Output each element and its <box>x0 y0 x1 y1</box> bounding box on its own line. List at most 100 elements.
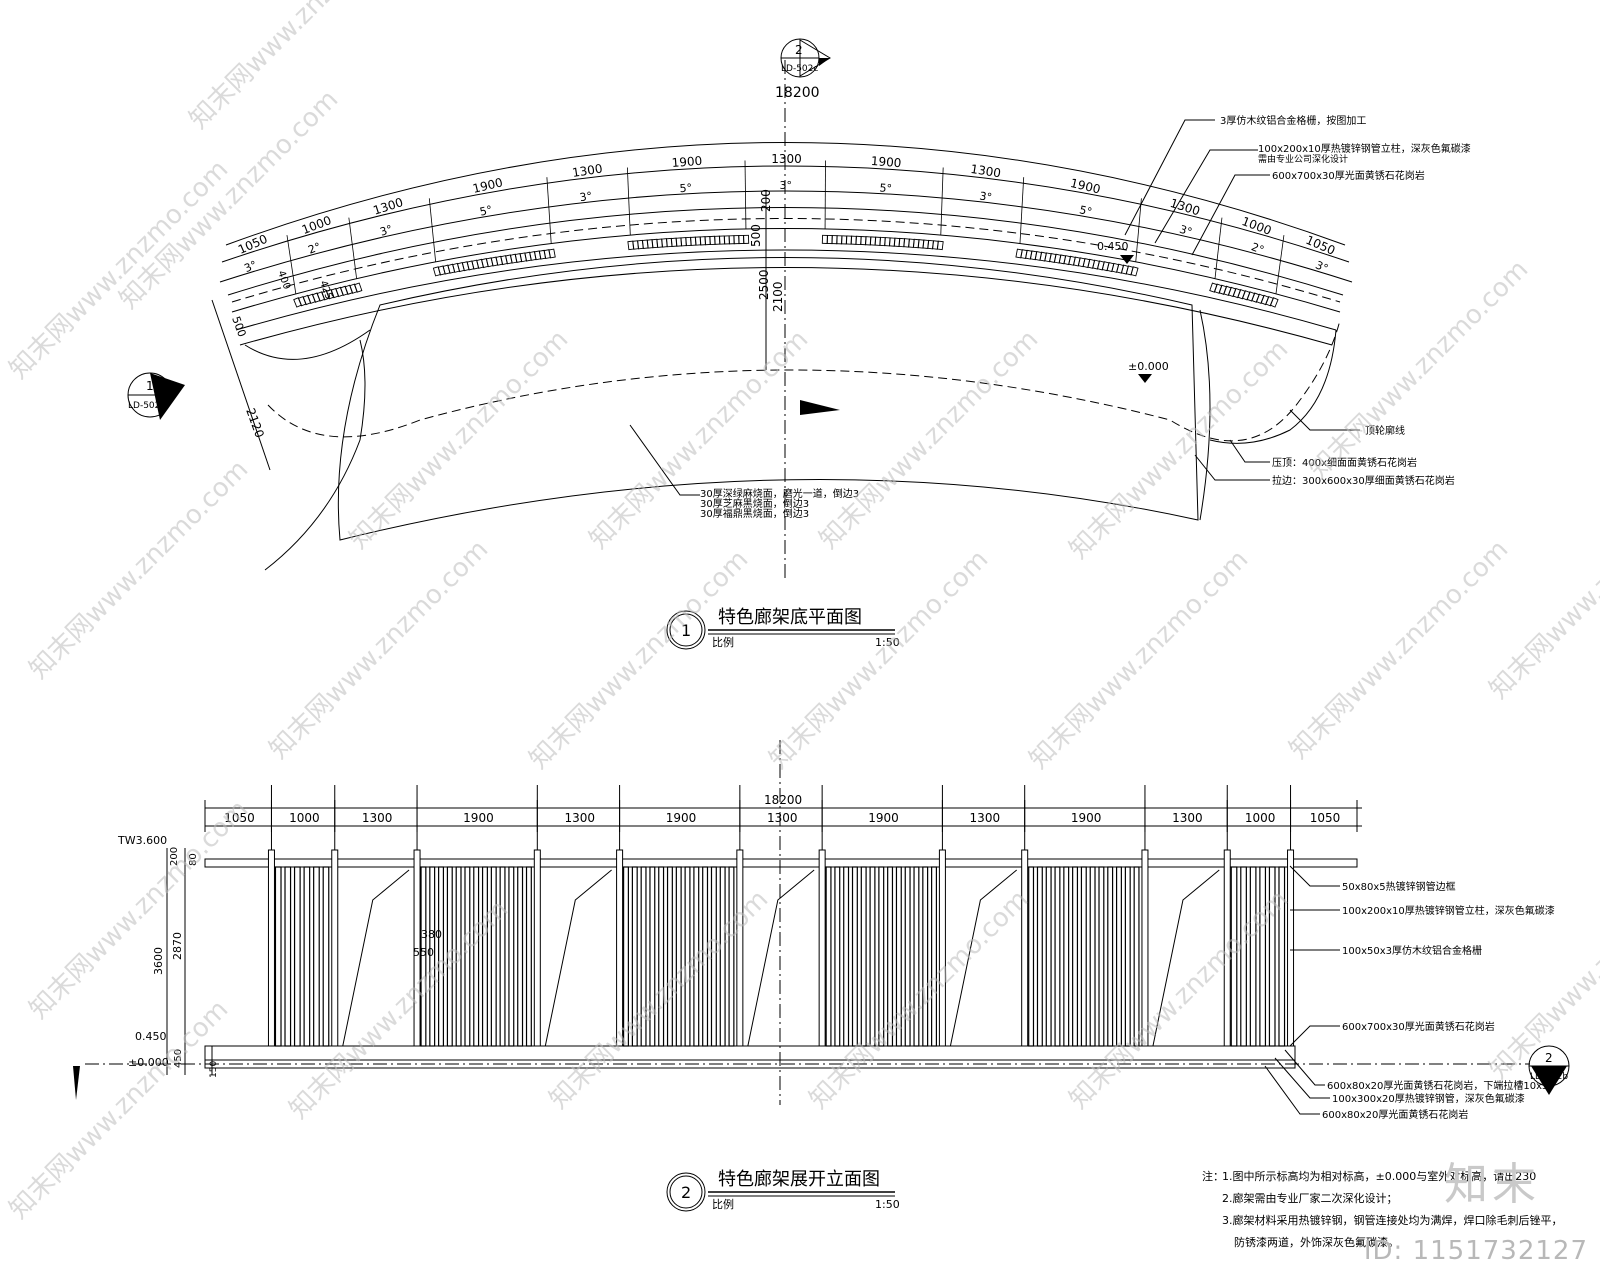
grille-slat <box>499 866 506 1047</box>
grille-slat <box>1124 866 1131 1047</box>
plan-angle-dim: 3° <box>1313 258 1330 275</box>
grille-slat <box>675 866 682 1047</box>
grille-slat <box>1063 866 1070 1047</box>
elev-pm0-label: ±0.000 <box>128 1056 169 1069</box>
steel-post <box>1021 849 1029 1047</box>
plan-seg-dim: 1300 <box>1168 196 1201 219</box>
grille-slat <box>684 866 691 1047</box>
grille-slat <box>420 866 427 1047</box>
elev-dim-80: 80 <box>188 853 199 866</box>
plan-elev-0450: 0.450 <box>1097 240 1129 253</box>
open-bay-line <box>342 869 410 1047</box>
grille-slat <box>1098 866 1105 1047</box>
callout-paving-1: 30厚深绿麻烧面，磨光一道，倒边3 <box>700 487 859 500</box>
plan-angle-dim: 3° <box>780 179 793 192</box>
section-mark-right[interactable]: 2 LD-502b <box>1528 1045 1570 1095</box>
grille-slat <box>878 866 885 1047</box>
elev-seg-dim: 1000 <box>289 811 320 825</box>
grille-slat <box>931 866 938 1047</box>
plan-radial-tick <box>626 167 631 236</box>
plan-seg-dim: 1300 <box>571 162 603 181</box>
plan-seg-dim: 1000 <box>300 213 334 237</box>
note-3: 3.廊架材料采用热镀锌钢，钢管连接处均为满焊，焊口除毛刺后锉平， <box>1222 1213 1563 1227</box>
steel-post <box>267 849 275 1047</box>
elev-callout-steel: 100x300x20厚热镀锌钢管，深灰色氟碳漆 <box>1332 1092 1525 1105</box>
top-beam <box>204 858 1358 868</box>
grille-slat <box>622 866 629 1047</box>
grille-slat <box>1240 866 1247 1047</box>
note-4: 防锈漆两道，外饰深灰色氟碳漆。 <box>1234 1235 1399 1249</box>
plan-seg-dim: 1300 <box>771 152 802 166</box>
plan-radial-tick <box>546 177 552 244</box>
plan-seg-dim: 1300 <box>970 162 1002 181</box>
elev-callout-post: 100x200x10厚热镀锌钢管立柱，深灰色氟碳漆 <box>1342 904 1555 917</box>
callout-grille: 3厚仿木纹铝合金格栅，按图加工 <box>1220 114 1366 127</box>
section-mark-left[interactable]: 1 LD-502c <box>127 372 185 420</box>
elev-marker-pm0 <box>1138 374 1152 383</box>
grille-slat <box>284 866 292 1047</box>
plan-radial-tick <box>1275 235 1285 294</box>
elev-title-block: 2 特色廊架展开立面图 比例 1:50 <box>666 1169 900 1212</box>
elev-title: 特色廊架展开立面图 <box>718 1169 880 1190</box>
open-bay-line <box>544 869 612 1047</box>
plan-radial-tick <box>1019 177 1025 244</box>
grille-slat <box>1268 866 1276 1047</box>
elev-seg-dim: 1900 <box>463 811 494 825</box>
grille-slat <box>525 866 532 1047</box>
grille-slat <box>1107 866 1114 1047</box>
grille-slat <box>473 866 480 1047</box>
grille-slat <box>1259 866 1267 1047</box>
hex-paving-area <box>337 257 1199 541</box>
elev-seg-dim: 1300 <box>767 811 798 825</box>
elev-seg-dim: 1000 <box>1245 811 1276 825</box>
section-top-ref: LD-502c <box>781 64 818 74</box>
plan-elev-pm0: ±0.000 <box>1128 360 1169 373</box>
grille-slat <box>464 866 471 1047</box>
grille-slat <box>631 866 638 1047</box>
grille-slat <box>446 866 453 1047</box>
top-outline-dashed <box>267 319 1341 442</box>
section-right-num: 2 <box>1545 1051 1553 1065</box>
watermark-text: 知末网www.znzmo.com <box>524 544 755 775</box>
watermark-text: 知末网www.znzmo.com <box>284 894 515 1125</box>
watermark-text: 知末网www.znzmo.com <box>344 324 575 555</box>
plan-title-block: 1 特色廊架底平面图 比例 1:50 <box>666 607 900 650</box>
section-top-num: 2 <box>795 43 803 57</box>
paving-right-edge <box>1199 309 1211 521</box>
watermark-text: 知末网www.znzmo.com <box>4 154 235 385</box>
grille-slat <box>1045 866 1052 1047</box>
watermark-text: 知末网www.znzmo.com <box>114 84 345 315</box>
plan-radial-tick <box>286 235 297 294</box>
elev-seg-dim: 1050 <box>1310 811 1341 825</box>
watermark-text: 知末网www.znzmo.com <box>24 794 255 1025</box>
section-mark-top[interactable]: 2 LD-502c <box>780 38 831 78</box>
elev-seg-dim: 1900 <box>1071 811 1102 825</box>
note-1: 1.图中所示标高均为相对标高，±0.000与室外对标高，请出230 <box>1222 1169 1536 1183</box>
plan-callouts: 3厚仿木纹铝合金格栅，按图加工 100x200x10厚热镀锌钢管立柱，深灰色氟碳… <box>1124 114 1471 487</box>
grille-slat <box>1249 866 1257 1047</box>
watermark-text: 知末网www.znzmo.com <box>1064 334 1295 565</box>
grille-slat <box>719 866 726 1047</box>
plan-title-num: 1 <box>681 621 691 640</box>
callout-post: 100x200x10厚热镀锌钢管立柱，深灰色氟碳漆 <box>1258 142 1471 155</box>
steel-post <box>533 849 541 1047</box>
grille-slat <box>303 866 311 1047</box>
section-right-ref: LD-502b <box>1530 1072 1568 1082</box>
grille-slat <box>293 866 301 1047</box>
elev-dim-380: 380 <box>421 928 442 941</box>
plan-seg-dim: 1900 <box>1069 176 1102 197</box>
plan-grille-bar <box>353 282 363 293</box>
paving-outer-edge <box>239 267 1333 346</box>
plan-center-callouts: 30厚深绿麻烧面，磨光一道，倒边3 30厚芝麻黑烧面，倒边3 30厚福鼎黑烧面，… <box>629 424 859 520</box>
watermark-text: 知末网www.znzmo.com <box>1484 854 1600 1085</box>
plan-dim-2500: 2500 <box>757 269 771 300</box>
left-dim-425: 425 <box>317 279 334 301</box>
plan-angle-dim: 3° <box>378 223 394 239</box>
plan-angle-dim: 5° <box>879 181 892 195</box>
grille-slat <box>313 866 320 1047</box>
grille-slat <box>490 866 497 1047</box>
grille-slat <box>1054 866 1061 1047</box>
elev-title-num: 2 <box>681 1183 691 1202</box>
